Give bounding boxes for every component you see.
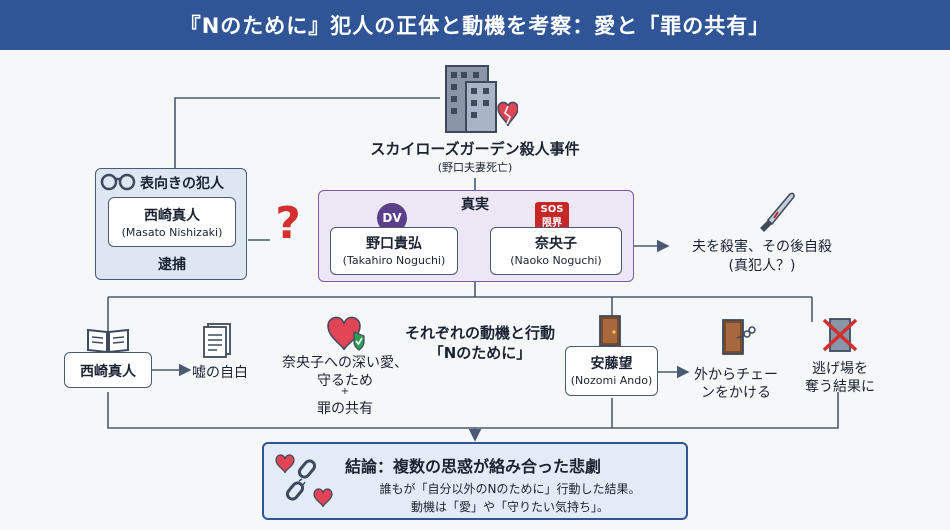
question-mark: ? bbox=[275, 198, 301, 249]
page-title: 『Nのために』犯人の正体と動機を考察：愛と「罪の共有」 bbox=[179, 14, 771, 38]
wife-name: 奈央子 bbox=[535, 236, 577, 252]
door-icon bbox=[599, 315, 621, 347]
ando-action-line2: ンをかける bbox=[701, 385, 771, 401]
nishizaki-motive-plus: + bbox=[340, 386, 350, 397]
ando-result-line2: 奪う結果に bbox=[805, 379, 875, 395]
nishizaki-card bbox=[64, 352, 152, 388]
apparent-culprit-header: 表向きの犯人 bbox=[140, 176, 224, 192]
ando-romaji: (Nozomi Ando) bbox=[570, 374, 653, 387]
book-icon bbox=[87, 328, 129, 354]
husband-card bbox=[330, 227, 458, 275]
title-bar: 『Nのために』犯人の正体と動機を考察：愛と「罪の共有」 bbox=[0, 0, 950, 50]
ando-action-line1: 外からチェー bbox=[694, 367, 778, 383]
apparent-culprit-romaji: (Masato Nishizaki) bbox=[121, 226, 223, 239]
husband-romaji: (Takahiro Noguchi) bbox=[342, 254, 446, 267]
ando-name: 安藤望 bbox=[590, 356, 633, 372]
ando-result-line1: 逃げ場を bbox=[812, 361, 868, 377]
conclusion-line1: 誰もが「自分以外のNのために」行動した結果。 bbox=[379, 482, 641, 496]
conclusion-title: 結論：複数の思惑が絡み合った悲劇 bbox=[345, 457, 602, 476]
nishizaki-motive-line2: 守るため bbox=[317, 373, 373, 389]
wife-card bbox=[490, 227, 622, 275]
knife-icon bbox=[760, 192, 795, 232]
outcome-line1: 夫を殺害、その後自殺 bbox=[692, 239, 832, 255]
ando-card bbox=[565, 346, 658, 396]
broken-chain-hearts-icon bbox=[275, 454, 333, 508]
apparent-culprit-card bbox=[108, 197, 236, 247]
nishizaki-action: 嘘の自白 bbox=[192, 365, 248, 381]
nishizaki-name: 西崎真人 bbox=[80, 364, 136, 380]
motives-header-line1: それぞれの動機と行動 bbox=[404, 324, 555, 342]
apparent-culprit-name: 西崎真人 bbox=[144, 208, 200, 224]
no-escape-icon bbox=[822, 318, 858, 352]
nishizaki-motive-line1: 奈央子への深い愛、 bbox=[282, 355, 408, 371]
truth-header: 真実 bbox=[461, 197, 489, 213]
handcuffs-icon bbox=[100, 173, 136, 191]
incident-detail: (野口夫妻死亡) bbox=[437, 161, 513, 174]
door-chain-icon bbox=[722, 319, 756, 355]
conclusion-line2: 動機は「愛」や「守りたい気持ち」。 bbox=[410, 500, 609, 514]
apparent-culprit-status: 逮捕 bbox=[158, 257, 186, 273]
sos-badge-line2: 限界 bbox=[542, 218, 562, 229]
incident-name: スカイローズガーデン殺人事件 bbox=[370, 140, 580, 158]
conclusion-panel bbox=[262, 442, 688, 520]
sos-badge-line1: SOS bbox=[540, 204, 564, 215]
dv-badge-label: DV bbox=[382, 211, 402, 225]
building-icon bbox=[445, 65, 518, 133]
heart-shield-icon bbox=[327, 316, 365, 351]
wife-romaji: (Naoko Noguchi) bbox=[510, 254, 602, 267]
document-icon bbox=[203, 323, 231, 358]
outcome-line2: (真犯人？) bbox=[728, 258, 796, 274]
husband-name: 野口貴弘 bbox=[366, 236, 422, 252]
motives-header-line2: 「Nのために」 bbox=[428, 344, 532, 362]
nishizaki-motive-line3: 罪の共有 bbox=[317, 401, 373, 417]
